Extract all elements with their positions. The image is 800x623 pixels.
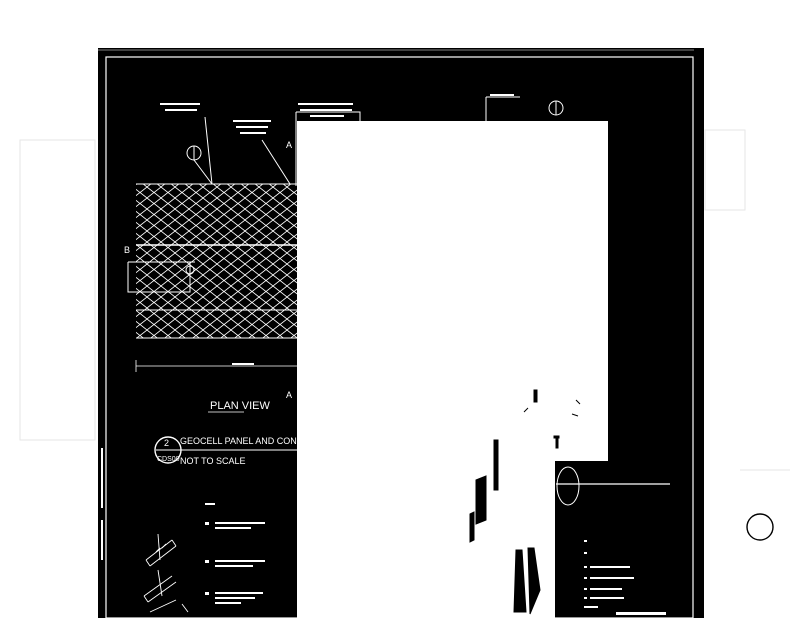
top-callouts: [186, 96, 564, 186]
detail-number: 2: [164, 438, 169, 448]
overall-dimension-line: [135, 360, 297, 372]
section-b-marker: B: [124, 245, 130, 255]
title-block: [556, 466, 670, 615]
note-text-blocks: [160, 94, 514, 134]
section-b-callout: [127, 261, 195, 293]
detail-title: GEOCELL PANEL AND CONNECTIONS DETAIL: [180, 436, 377, 446]
lower-notes: [205, 503, 265, 604]
redacted-region: [297, 121, 608, 461]
redacted-region-lower: [297, 461, 555, 618]
detail-title-block: 2 CDS00 GEOCELL PANEL AND CONNECTIONS DE…: [154, 436, 377, 466]
side-strip-notes: [101, 448, 103, 560]
geocell-plan-mesh: [136, 183, 297, 339]
connector-sketches: [143, 533, 189, 613]
scale-note: NOT TO SCALE: [180, 456, 246, 466]
scan-artifacts: [19, 129, 790, 471]
page-margin-circle: [746, 513, 774, 541]
section-a-marker-bottom: A: [286, 390, 292, 400]
sheet-reference: CDS00: [157, 456, 180, 463]
plan-view-title: PLAN VIEW: [210, 400, 271, 412]
scan-remnant-marks: [469, 389, 581, 615]
section-a-marker-top: A: [286, 140, 292, 150]
